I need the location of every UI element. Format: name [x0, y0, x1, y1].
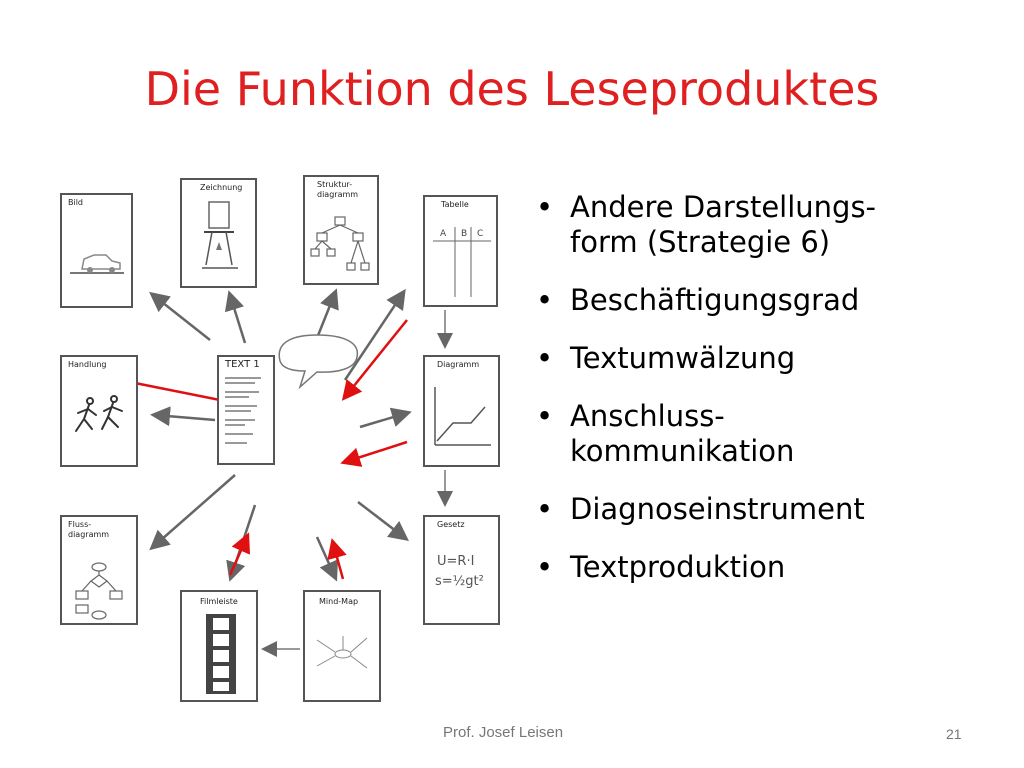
bullet-item: Diagnoseinstrument: [530, 492, 920, 527]
red-arrow-diagramm: [340, 440, 408, 467]
running-figures-icon: [75, 395, 123, 432]
flowchart-icon: [75, 562, 123, 620]
card-flussdiagramm: Fluss- diagramm: [60, 515, 138, 625]
mindmap-icon: [316, 636, 368, 669]
card-tabelle-label: Tabelle: [441, 200, 469, 209]
bullet-item: Beschäftigungsgrad: [530, 283, 920, 318]
arrow-to-gesetz: [357, 501, 409, 542]
table-grid-icon: [433, 227, 491, 297]
card-diagramm-label: Diagramm: [437, 360, 480, 369]
line-graph-icon: [434, 387, 491, 446]
card-strukturdiagramm: Struktur- diagramm: [303, 175, 379, 285]
card-diagramm: Diagramm: [423, 355, 500, 467]
card-mindmap: Mind-Map: [303, 590, 381, 702]
formula-fall: s=½gt²: [435, 574, 484, 589]
red-arrow-mindmap: [327, 538, 347, 580]
red-arrow-tabelle: [341, 319, 408, 401]
bullet-item: Textproduktion: [530, 550, 920, 585]
card-fluss-label-2: diagramm: [68, 530, 110, 539]
arrow-to-tabelle: [343, 288, 406, 381]
card-zeichnung: Zeichnung: [180, 178, 257, 288]
bullet-item: Textumwälzung: [530, 341, 920, 376]
reading-product-diagram: TEXT 1 Bild Zeichnung: [55, 165, 525, 725]
card-bild-label: Bild: [68, 198, 84, 207]
center-text-label: TEXT 1: [225, 359, 260, 370]
card-filmleiste-label: Filmleiste: [200, 597, 238, 606]
formula-ohm: U=R·I: [437, 554, 475, 569]
arrow-to-zeichnung: [224, 290, 247, 344]
table-col-a: A: [440, 229, 447, 239]
center-text-card: TEXT 1: [217, 355, 275, 465]
footer-author: Prof. Josef Leisen: [443, 724, 564, 741]
card-tabelle: Tabelle A B C: [423, 195, 498, 307]
table-col-c: C: [477, 229, 484, 239]
arrow-to-bild: [149, 291, 211, 341]
card-mindmap-label: Mind-Map: [319, 597, 359, 606]
page-number: 21: [946, 726, 962, 742]
card-gesetz-label: Gesetz: [437, 520, 465, 529]
card-bild: Bild: [60, 193, 133, 308]
bullet-item: Anschluss-kommunikation: [530, 399, 920, 469]
arrow-to-handlung: [150, 406, 216, 427]
slide-title: Die Funktion des Leseproduktes: [144, 62, 880, 116]
film-strip-icon: [206, 614, 236, 694]
arrow-to-fluss: [149, 474, 236, 551]
car-icon: [70, 254, 124, 274]
card-gesetz: Gesetz U=R·I s=½gt²: [423, 515, 500, 625]
card-struktur-label-2: diagramm: [317, 190, 359, 199]
card-zeichnung-label: Zeichnung: [200, 183, 243, 192]
text-lines-icon: [225, 377, 261, 444]
card-struktur-label-1: Struktur-: [317, 180, 353, 189]
card-handlung-label: Handlung: [68, 360, 107, 369]
arrow-to-mindmap: [315, 536, 338, 582]
arrow-to-diagramm: [359, 407, 412, 429]
card-handlung: Handlung: [60, 355, 138, 467]
bullet-list: Andere Darstellungs-form (Strategie 6) B…: [530, 190, 920, 608]
structure-tree-icon: [310, 216, 370, 271]
table-col-b: B: [461, 229, 468, 239]
speech-bubble: [278, 334, 359, 390]
card-filmleiste: Filmleiste: [180, 590, 258, 702]
lab-beaker-icon: [202, 201, 238, 269]
card-fluss-label-1: Fluss-: [68, 520, 92, 529]
bullet-item: Andere Darstellungs-form (Strategie 6): [530, 190, 920, 260]
red-arrow-film: [228, 532, 251, 576]
